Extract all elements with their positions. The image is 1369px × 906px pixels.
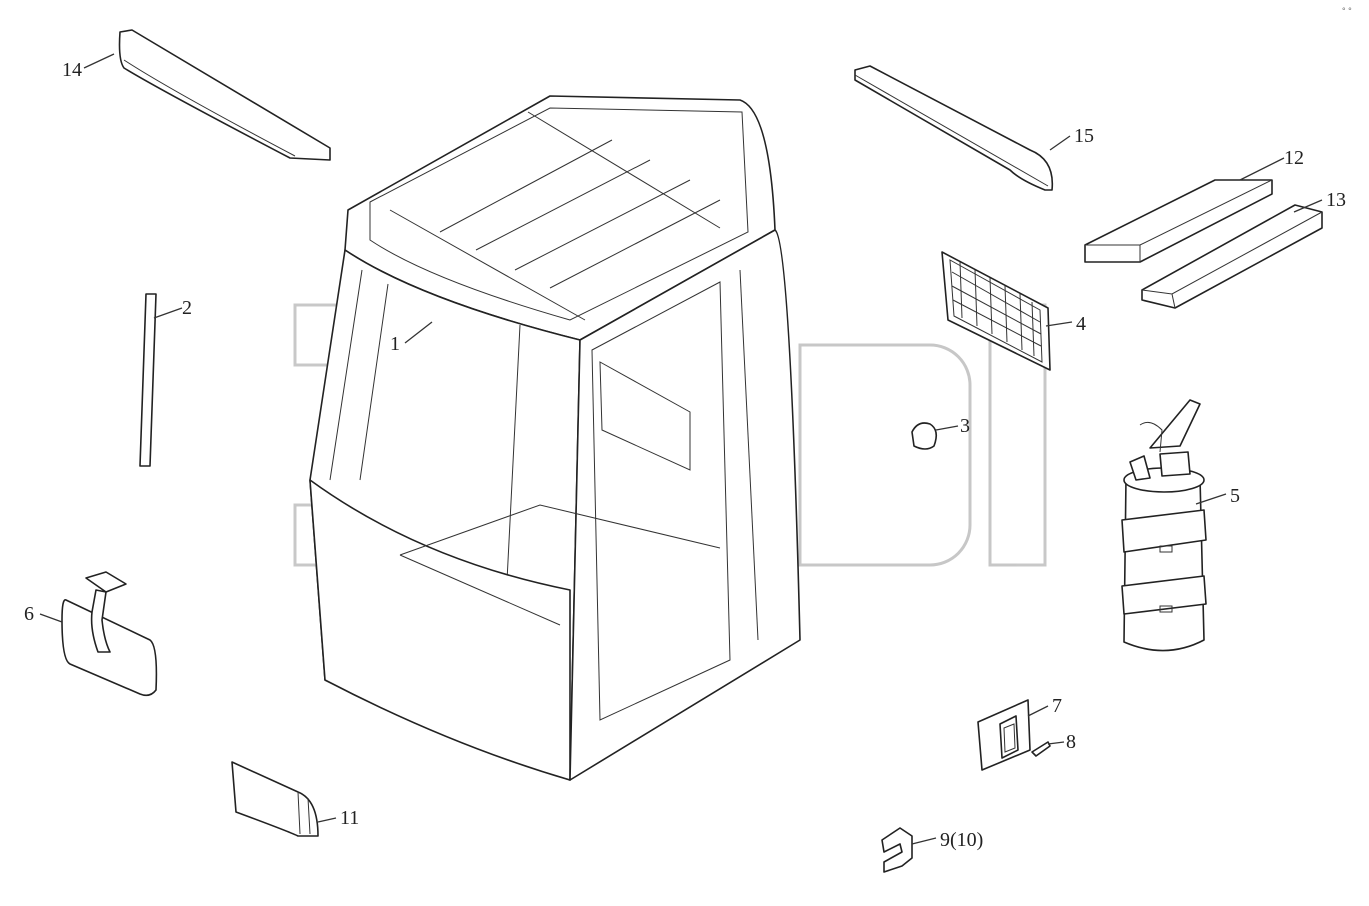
part-13-pad — [1141, 204, 1323, 309]
part-5-fire-extinguisher — [1121, 399, 1207, 652]
callout-13: 13 — [1326, 189, 1346, 211]
part-2-seal-strip — [139, 293, 157, 467]
part-12-pad — [1084, 179, 1273, 263]
callout-7: 7 — [1052, 695, 1062, 717]
part-15-roof-trim — [854, 65, 1054, 191]
callout-4: 4 — [1076, 313, 1086, 335]
callout-12: 12 — [1284, 147, 1304, 169]
callout-14: 14 — [62, 59, 82, 81]
callout-2: 2 — [182, 297, 192, 319]
leader-lines — [39, 53, 1323, 845]
callout-9-10: 9(10) — [940, 829, 983, 851]
part-11-ashtray — [231, 761, 319, 837]
callout-5: 5 — [1230, 485, 1240, 507]
part-8-screw — [1031, 741, 1051, 757]
callout-15: 15 — [1074, 125, 1094, 147]
part-7-plate — [977, 699, 1031, 771]
part-1-cab — [309, 95, 801, 781]
part-3-knob — [911, 422, 938, 450]
callout-11: 11 — [340, 807, 359, 829]
callout-3: 3 — [960, 415, 970, 437]
part-4-mesh-grille — [941, 251, 1051, 371]
part-9-bracket — [881, 827, 913, 873]
callout-6: 6 — [24, 603, 34, 625]
callout-8: 8 — [1066, 731, 1076, 753]
callout-1: 1 — [390, 333, 400, 355]
part-6-mirror — [61, 571, 158, 697]
part-14-roof-trim — [118, 29, 331, 161]
corner-mark: ° ° — [1342, 6, 1352, 16]
